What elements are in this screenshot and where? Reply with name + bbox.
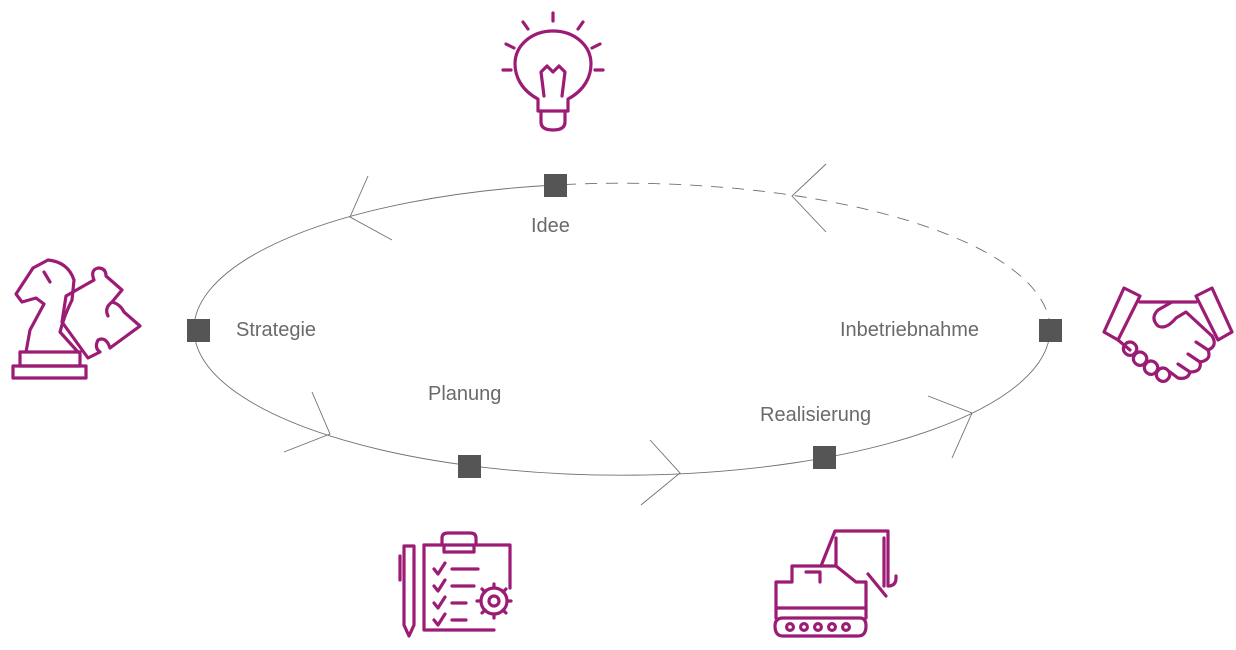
node-idee: [544, 174, 567, 197]
arrow-chevron-top-right: [791, 163, 827, 233]
clipboard-checklist-gear-icon: [398, 531, 513, 638]
label-planung: Planung: [428, 383, 502, 405]
label-inbetriebnahme: Inbetriebnahme: [840, 319, 979, 341]
arrow-chevron-bottom: [640, 439, 681, 506]
arrow-chevron-right: [927, 395, 973, 459]
label-idee: Idee: [531, 215, 570, 237]
lightbulb-icon: [501, 11, 605, 132]
label-strategie: Strategie: [236, 319, 317, 341]
cycle-path-solid: [193, 184, 1051, 476]
arrow-chevron-top-left: [349, 175, 393, 241]
node-inbetriebnahme: [1039, 319, 1062, 342]
excavator-icon: [773, 529, 898, 638]
node-planung: [458, 455, 481, 478]
chess-knight-puzzle-icon: [11, 258, 142, 380]
node-realisierung: [813, 446, 836, 469]
handshake-icon: [1102, 286, 1234, 384]
node-strategie: [187, 319, 210, 342]
arrow-chevron-left: [283, 391, 331, 453]
cycle-path-dashed: [554, 182, 1051, 331]
label-realisierung: Realisierung: [760, 404, 872, 426]
